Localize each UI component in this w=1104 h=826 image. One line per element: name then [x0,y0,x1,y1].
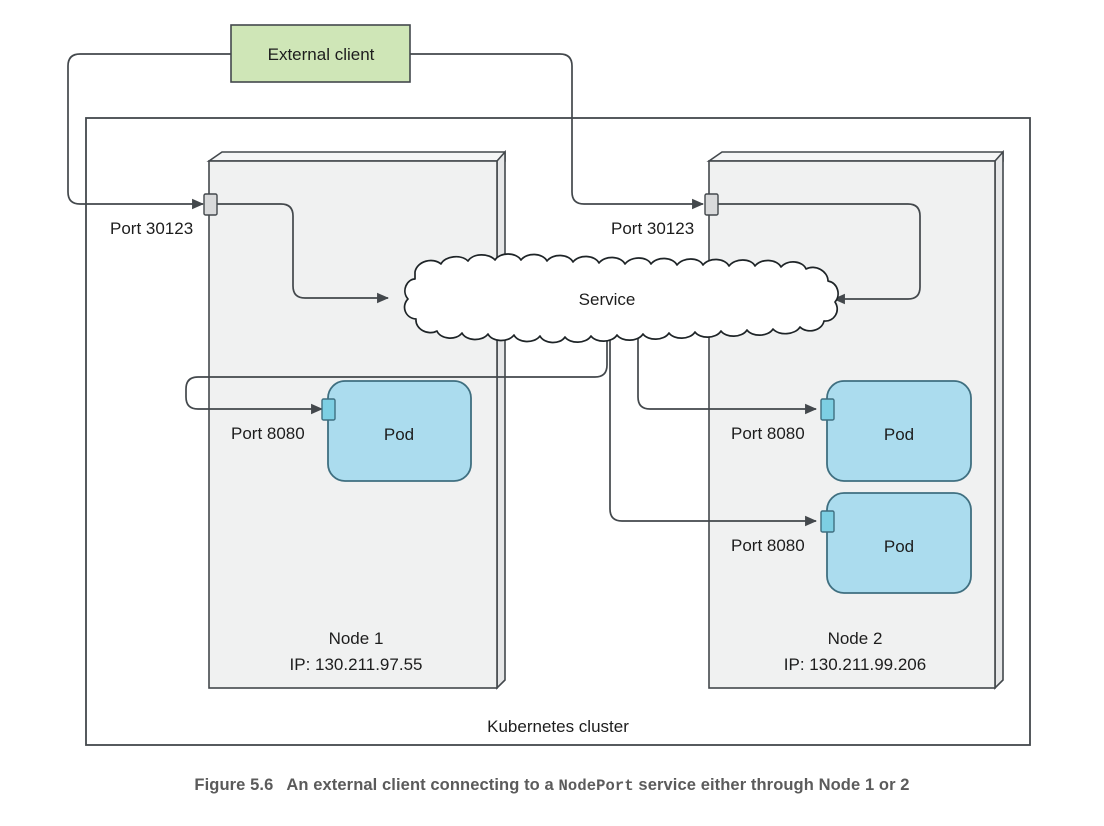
node-2-pod-2-label: Pod [884,537,914,556]
node-1-nodeport-label: Port 30123 [110,219,193,238]
connector-service-to-node1-pod [185,338,608,415]
kubernetes-cluster-boundary [85,117,1031,746]
node-2-pod-1-port-square [820,398,835,421]
node-1-ip: IP: 130.211.97.55 [290,655,423,674]
node-1-pod-1: Pod Port 8080 [231,380,472,482]
node-1-pod-1-port-square [321,398,336,421]
node-2-pod-2-port-label: Port 8080 [731,536,805,555]
connector-node2-port-to-service [718,203,921,305]
kubernetes-cluster-label: Kubernetes cluster [487,717,629,736]
figure-caption: Figure 5.6 An external client connecting … [0,776,1104,795]
connector-client-to-node2 [410,53,704,210]
node-2-nodeport-label: Port 30123 [611,219,694,238]
external-client[interactable]: External client [230,24,411,83]
node-2-pod-1-label: Pod [884,425,914,444]
caption-text-after: service either through Node 1 or 2 [638,776,910,794]
node-1-pod-1-label: Pod [384,425,414,444]
caption-text-before: An external client connecting to a [286,776,554,794]
node-2-pod-1: Pod Port 8080 [731,380,972,482]
caption-mono-term: NodePort [558,777,634,795]
external-client-label: External client [268,45,375,64]
node-2-nodeport-square [704,193,719,216]
figure-number: Figure 5.6 [194,776,274,794]
node-1-nodeport-square [203,193,218,216]
connector-node1-port-to-service [217,203,389,304]
node-1-pod-1-port-label: Port 8080 [231,424,305,443]
node-2-pod-2-port-square [820,510,835,533]
connector-service-to-node2-pod2 [609,338,817,527]
service-cloud [403,253,839,344]
node-2-pod-1-port-label: Port 8080 [731,424,805,443]
node-1-name: Node 1 [329,629,384,648]
connector-client-to-node1 [67,53,231,210]
node-2-pod-2: Pod Port 8080 [731,492,972,594]
service-label: Service [579,290,636,309]
node-2-ip: IP: 130.211.99.206 [784,655,926,674]
connector-service-to-node2-pod1 [637,338,817,415]
node-2-name: Node 2 [828,629,883,648]
